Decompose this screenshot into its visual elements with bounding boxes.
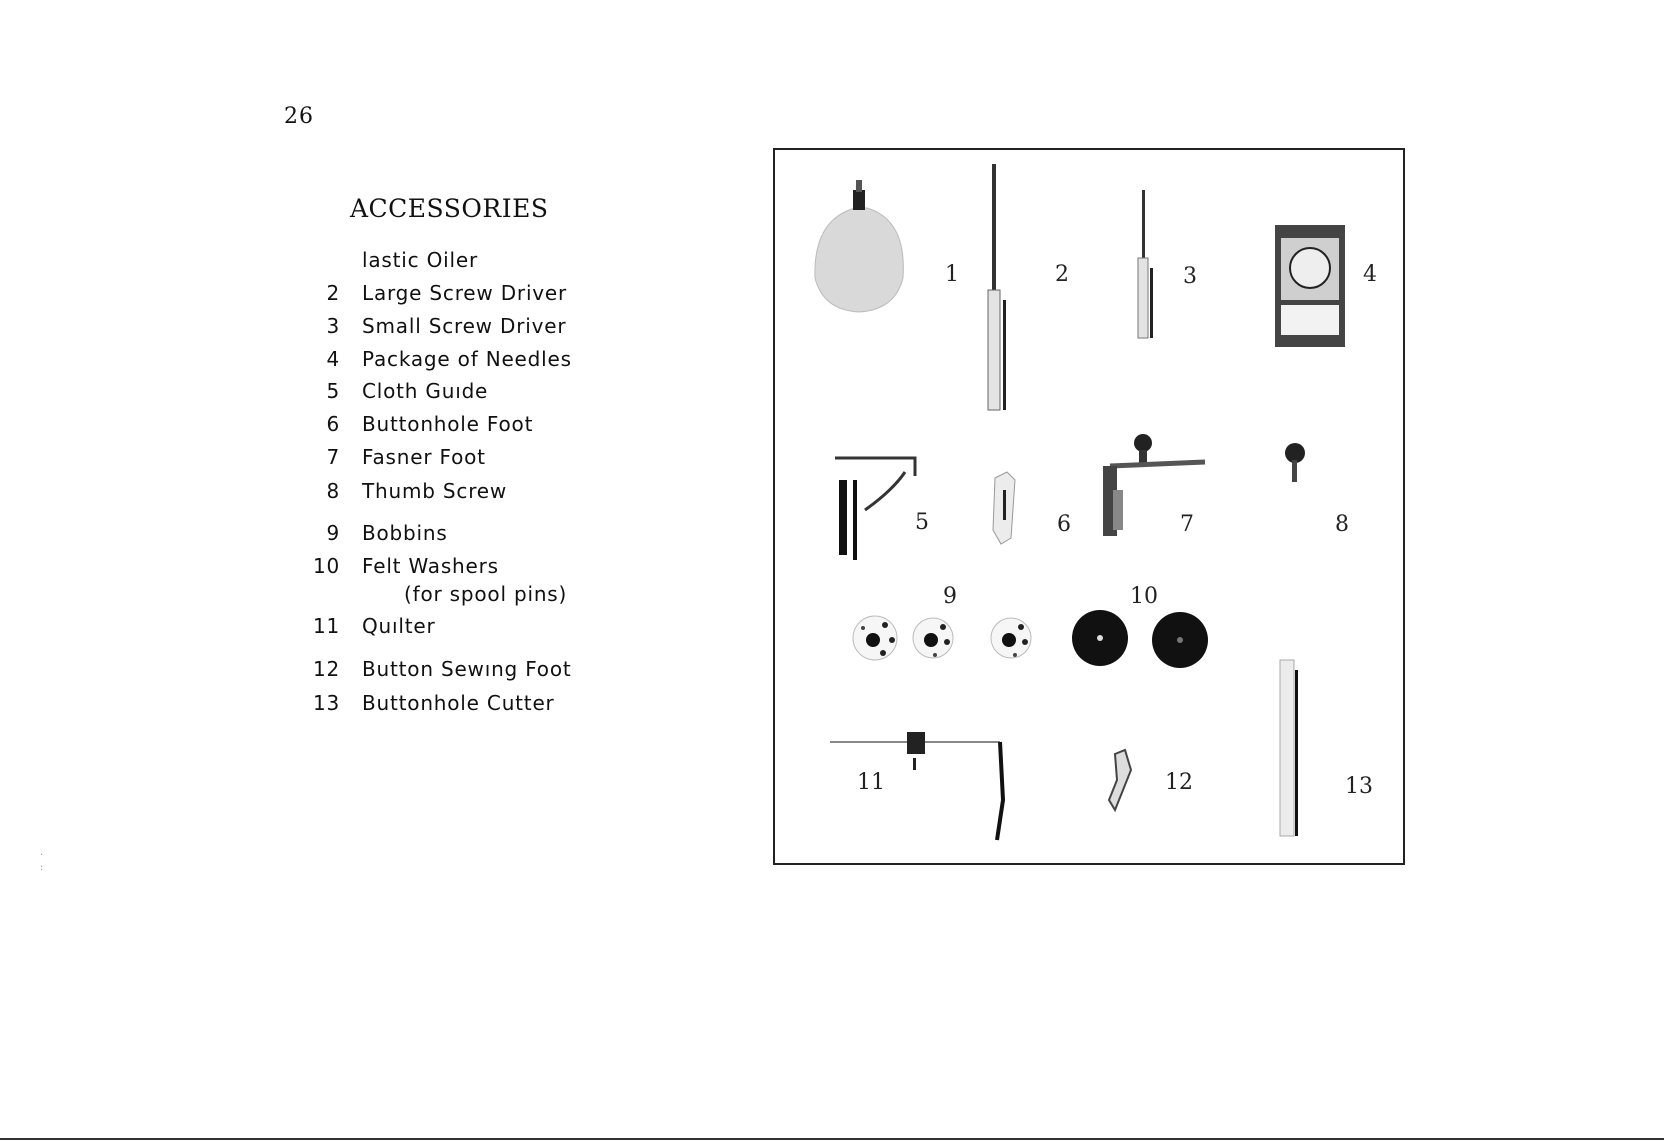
page-bottom-edge [0,1138,1664,1140]
cloth-guide-drawing [835,458,915,560]
figure-label-7: 7 [1180,512,1194,537]
accessories-photo: 1 2 3 4 5 6 7 8 9 10 11 12 13 [773,148,1405,865]
list-item: 12 Button Sewıng Foot [300,657,572,681]
item-label: Large Screw Driver [362,281,567,305]
item-number: 4 [300,347,340,371]
item-label: Thumb Screw [362,479,507,503]
list-item: lastic Oiler [300,248,478,272]
page-number: 26 [284,104,314,129]
item-label: Fasner Foot [362,445,486,469]
figure-label-2: 2 [1055,262,1069,287]
figure-label-9: 9 [943,584,957,609]
felt-washers-drawing [1072,610,1208,668]
list-item: 8 Thumb Screw [300,479,507,503]
buttonhole-foot-drawing [993,472,1015,544]
figure-label-12: 12 [1165,770,1193,795]
bobbins-drawing [853,616,1031,660]
item-number: 10 [300,554,340,578]
list-item: 10 Felt Washers [300,554,499,578]
figure-label-8: 8 [1335,512,1349,537]
item-label: Button Sewıng Foot [362,657,572,681]
list-item: 2 Large Screw Driver [300,281,567,305]
item-number: 11 [300,614,340,638]
list-item: 6 Buttonhole Foot [300,412,533,436]
large-screw-driver-drawing [988,164,1006,410]
item-label: Small Screw Driver [362,314,566,338]
buttonhole-cutter-drawing [1280,660,1298,836]
item-label: lastic Oiler [362,248,478,272]
figure-label-4: 4 [1363,262,1377,287]
quilter-drawing [830,732,1003,840]
item-number: 8 [300,479,340,503]
item-number: 12 [300,657,340,681]
accessories-illustration [775,150,1403,863]
item-number: 13 [300,691,340,715]
button-sewing-foot-drawing [1109,750,1131,810]
item-label: Cloth Guıde [362,379,488,403]
figure-label-6: 6 [1057,512,1071,537]
item-label: Felt Washers [362,554,499,578]
item-label: Quılter [362,614,436,638]
needle-package-drawing [1275,225,1345,347]
item-number: 5 [300,379,340,403]
list-item: 3 Small Screw Driver [300,314,566,338]
item-number: 3 [300,314,340,338]
item-number: 7 [300,445,340,469]
item-label: Bobbins [362,521,448,545]
item-number: 6 [300,412,340,436]
thumb-screw-drawing [1285,443,1305,482]
list-item: 4 Package of Needles [300,347,572,371]
list-item: 7 Fasner Foot [300,445,486,469]
oiler-drawing [815,180,903,312]
small-screw-driver-drawing [1138,190,1153,338]
figure-label-11: 11 [857,770,885,795]
item-subnote: (for spool pins) [404,582,567,606]
item-number: 9 [300,521,340,545]
section-title: ACCESSORIES [350,194,548,223]
item-label: Package of Needles [362,347,572,371]
figure-label-5: 5 [915,510,929,535]
figure-label-13: 13 [1345,774,1373,799]
item-label: Buttonhole Cutter [362,691,555,715]
item-number: 2 [300,281,340,305]
list-item: 5 Cloth Guıde [300,379,488,403]
scan-margin-marks: ·: [40,850,43,874]
figure-label-3: 3 [1183,264,1197,289]
list-item: 11 Quılter [300,614,436,638]
item-label: Buttonhole Foot [362,412,533,436]
list-item: 13 Buttonhole Cutter [300,691,555,715]
list-item: 9 Bobbins [300,521,448,545]
figure-label-10: 10 [1130,584,1158,609]
figure-label-1: 1 [945,262,959,287]
